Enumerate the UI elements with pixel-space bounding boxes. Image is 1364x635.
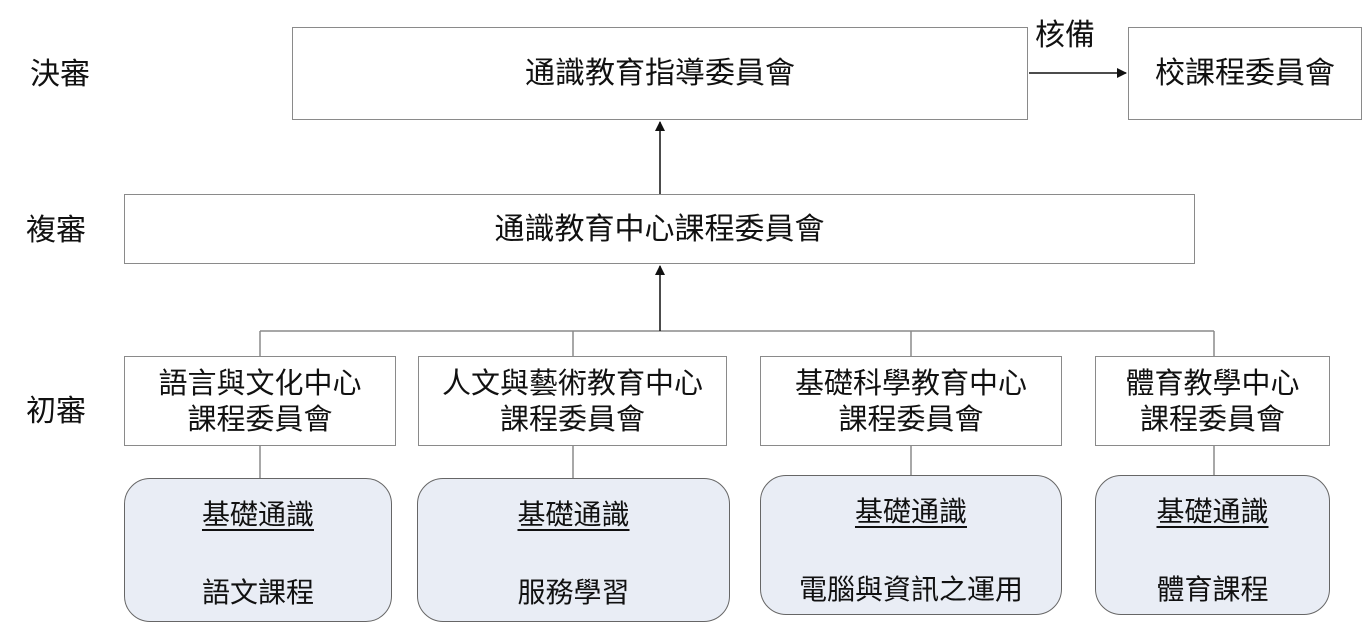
center-line2: 課程委員會 bbox=[187, 402, 333, 436]
course-title: 基礎通識 bbox=[201, 498, 314, 531]
center-line2: 課程委員會 bbox=[838, 402, 984, 436]
node-course-physical-education: 基礎通識 體育課程 bbox=[1095, 475, 1330, 615]
course-subject: 電腦與資訊之運用 bbox=[798, 573, 1023, 606]
course-subject: 服務學習 bbox=[517, 576, 630, 609]
node-school-committee: 校課程委員會 bbox=[1128, 27, 1362, 120]
center-line2: 課程委員會 bbox=[499, 402, 645, 436]
level-label-first: 初審 bbox=[26, 394, 86, 429]
level-label-final: 決審 bbox=[30, 57, 90, 92]
course-title: 基礎通識 bbox=[1156, 495, 1269, 528]
node-course-language: 基礎通識 語文課程 bbox=[124, 478, 392, 622]
center-line1: 語言與文化中心 bbox=[158, 365, 362, 400]
center-line1: 人文與藝術教育中心 bbox=[441, 365, 703, 400]
node-ge-center-committee-label: 通識教育中心課程委員會 bbox=[494, 211, 825, 247]
center-line1: 基礎科學教育中心 bbox=[794, 365, 1027, 400]
edge-label-report: 核備 bbox=[1035, 18, 1095, 53]
node-center-humanities-arts: 人文與藝術教育中心 課程委員會 bbox=[418, 356, 727, 446]
course-subject: 體育課程 bbox=[1156, 573, 1269, 606]
node-center-language-culture: 語言與文化中心 課程委員會 bbox=[124, 356, 396, 446]
node-center-physical-education: 體育教學中心 課程委員會 bbox=[1095, 356, 1330, 446]
center-line1: 體育教學中心 bbox=[1125, 365, 1300, 400]
course-subject: 語文課程 bbox=[201, 576, 314, 609]
node-ge-center-committee: 通識教育中心課程委員會 bbox=[124, 194, 1195, 264]
node-course-computer: 基礎通識 電腦與資訊之運用 bbox=[760, 475, 1062, 615]
course-title: 基礎通識 bbox=[517, 498, 630, 531]
course-title: 基礎通識 bbox=[854, 495, 967, 528]
center-line2: 課程委員會 bbox=[1139, 402, 1285, 436]
node-guidance-committee: 通識教育指導委員會 bbox=[292, 27, 1028, 120]
node-guidance-committee-label: 通識教育指導委員會 bbox=[525, 56, 795, 91]
node-center-basic-science: 基礎科學教育中心 課程委員會 bbox=[760, 356, 1062, 446]
node-course-service-learning: 基礎通識 服務學習 bbox=[417, 478, 730, 622]
level-label-second: 複審 bbox=[26, 213, 86, 248]
node-school-committee-label: 校課程委員會 bbox=[1155, 56, 1335, 91]
